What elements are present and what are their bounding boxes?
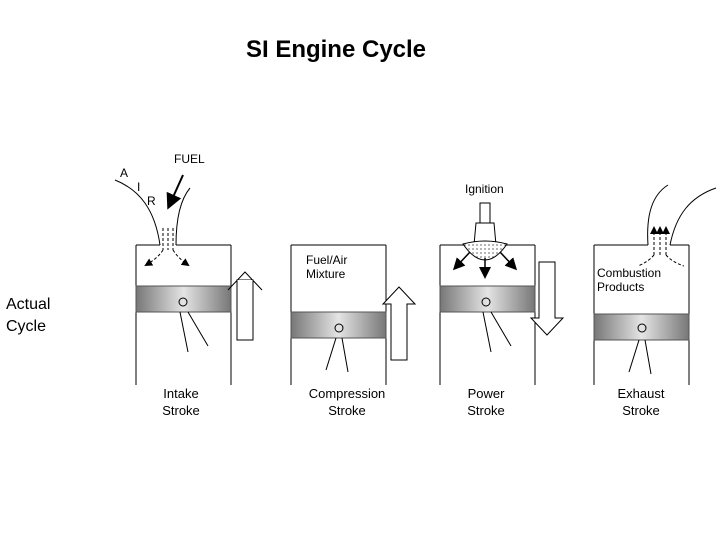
air-letter-r: R <box>147 194 156 208</box>
ignition-label: Ignition <box>465 182 504 196</box>
fuel-air-label-line2: Mixture <box>306 267 346 281</box>
fuel-label: FUEL <box>174 152 205 166</box>
compression-cylinder <box>290 244 417 385</box>
exhaust-stroke-line2: Stroke <box>622 403 660 418</box>
intake-stroke-line2: Stroke <box>162 403 200 418</box>
air-letter-a: A <box>120 166 129 180</box>
compression-stroke-line1: Compression <box>308 386 386 401</box>
power-stroke-line2: Stroke <box>467 403 505 418</box>
air-letter-i: I <box>137 180 141 194</box>
power-cylinder <box>439 202 565 385</box>
exhaust-stroke-line1: Exhaust <box>617 386 665 401</box>
fuel-air-label-line1: Fuel/Air <box>306 253 348 267</box>
actual-label-line1: Actual <box>6 296 51 313</box>
actual-label-line2: Cycle <box>6 318 47 335</box>
power-stroke-line1: Power <box>467 386 505 401</box>
diagram-title: SI Engine Cycle <box>245 36 427 63</box>
intake-cylinder <box>114 174 263 385</box>
exhaust-cylinder <box>593 184 717 385</box>
intake-stroke-line1: Intake <box>163 386 199 401</box>
spark-plug-icon <box>479 202 491 224</box>
compression-stroke-line2: Stroke <box>328 403 366 418</box>
combustion-label-line1: Combustion <box>597 266 662 280</box>
combustion-label-line2: Products <box>597 280 645 294</box>
